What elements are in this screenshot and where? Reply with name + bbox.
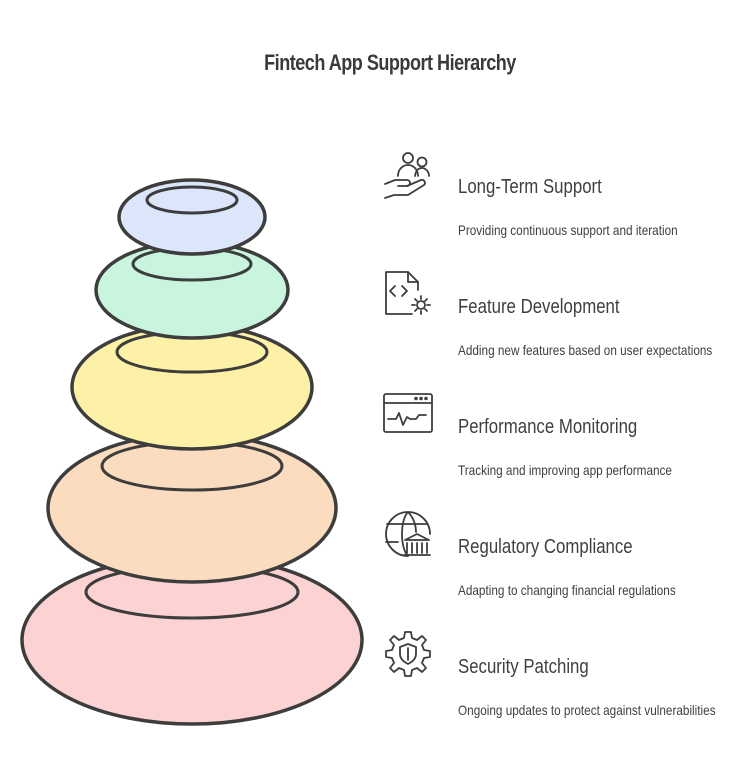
ring-tier-2: [94, 240, 290, 340]
tier-description: Ongoing updates to protect against vulne…: [458, 702, 716, 718]
ring-tier-1: [117, 178, 267, 256]
tier-security-patching: Security Patching Ongoing updates to pro…: [378, 630, 755, 720]
tier-description: Providing continuous support and iterati…: [458, 222, 678, 238]
tier-long-term-support: Long-Term Support Providing continuous s…: [378, 150, 755, 240]
shield-gear-icon: [378, 630, 438, 690]
support-hands-icon: [378, 150, 438, 210]
ring-stack: [20, 178, 364, 726]
globe-bank-icon: [378, 510, 438, 570]
tier-description: Tracking and improving app performance: [458, 462, 672, 478]
diagram-title: Fintech App Support Hierarchy: [264, 50, 516, 75]
tier-description: Adapting to changing financial regulatio…: [458, 582, 676, 598]
tier-performance-monitoring: Performance Monitoring Tracking and impr…: [378, 390, 755, 480]
tier-regulatory-compliance: Regulatory Compliance Adapting to changi…: [378, 510, 755, 600]
tier-title: Performance Monitoring: [458, 416, 638, 438]
tier-title: Long-Term Support: [458, 176, 602, 198]
tier-title: Security Patching: [458, 656, 589, 678]
tier-title: Regulatory Compliance: [458, 536, 633, 558]
ring-tier-3: [70, 323, 314, 451]
code-gear-file-icon: [378, 270, 438, 330]
monitor-window-icon: [378, 390, 438, 450]
tier-feature-development: Feature Development Adding new features …: [378, 270, 755, 360]
tier-description: Adding new features based on user expect…: [458, 342, 713, 358]
tier-title: Feature Development: [458, 296, 620, 318]
ring-tier-4: [46, 432, 338, 584]
